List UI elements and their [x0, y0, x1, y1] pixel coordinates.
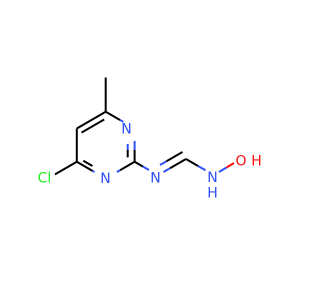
bond-c2-n-imine-n [142, 165, 150, 171]
bond-n-imine-ch-n [163, 167, 171, 173]
bond-c6-n1 [76, 160, 94, 172]
molecule-structure: N N N N H O H Cl [38, 77, 262, 202]
bond-c2-n-imine-c [134, 160, 144, 168]
bond-ch-n-amine-c [185, 158, 199, 167]
bond-n1-c2-c [119, 160, 136, 172]
atom-h-amine: H [207, 186, 218, 202]
atom-n-ring-lower: N [100, 171, 110, 187]
bonds [54, 77, 235, 176]
bond-n3-c4-c [105, 110, 121, 121]
atom-h-hydroxyl: H [251, 154, 262, 170]
bond-c6-cl [54, 160, 78, 176]
bond-c6-n1-inner-a [82, 159, 93, 167]
bond-c4-c5-inner [81, 118, 105, 134]
atom-o-hydroxyl: O [235, 154, 246, 170]
bond-n-imine-ch-inner-n [159, 160, 167, 166]
bond-n1-c2-n [116, 169, 121, 173]
atom-n-amine: N [207, 170, 217, 186]
atom-n-imine: N [150, 171, 160, 187]
bond-n-imine-ch-inner-c [165, 151, 184, 163]
atom-labels: N N N N H O H Cl [38, 121, 262, 201]
bond-n-imine-ch-c [169, 158, 187, 170]
structure-canvas: N N N N H O H Cl [37, 77, 262, 202]
bond-c6-n1-n [92, 170, 95, 173]
atom-cl: Cl [38, 171, 52, 187]
bond-n-amine-o-n [218, 166, 228, 173]
atom-n-ring-upper: N [121, 121, 131, 137]
bond-c4-c5 [76, 110, 107, 130]
bond-ch-n-amine-n [197, 165, 206, 172]
bond-n-amine-o-o [225, 162, 235, 169]
bond-n3-c4-n [119, 119, 124, 123]
